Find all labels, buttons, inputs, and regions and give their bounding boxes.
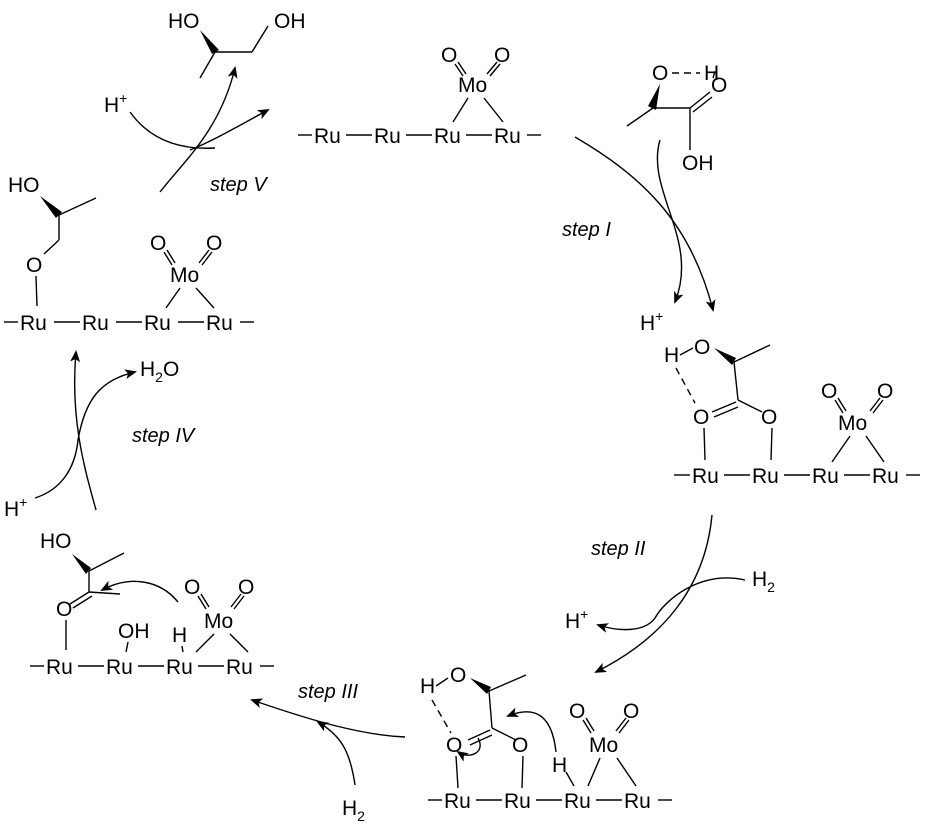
catalyst-resting-state: Ru Ru Ru Ru Mo O O bbox=[298, 44, 541, 148]
ru-atom: Ru bbox=[434, 125, 461, 148]
ru-atom: Ru bbox=[504, 790, 531, 813]
h-plus-species: H+ bbox=[640, 308, 663, 335]
oxo-o: O bbox=[441, 44, 457, 67]
ru-atom: Ru bbox=[314, 125, 341, 148]
ho-group: HO bbox=[168, 10, 200, 33]
oxo-o: O bbox=[877, 380, 893, 403]
ru-atom: Ru bbox=[106, 656, 133, 679]
aldehyde-intermediate: HO O Ru Ru Ru Ru OH H Mo O O bbox=[30, 530, 274, 679]
h2-species: H2 bbox=[752, 568, 775, 595]
step-i-proton-arrow bbox=[656, 139, 684, 304]
oxo-o: O bbox=[569, 700, 585, 723]
ru-atom: Ru bbox=[46, 656, 73, 679]
ru-atom: Ru bbox=[20, 312, 47, 335]
alkoxy-o: O bbox=[26, 254, 42, 277]
mo-atom: Mo bbox=[204, 610, 233, 633]
ru-atom: Ru bbox=[812, 465, 839, 488]
h-plus-species: H+ bbox=[104, 90, 127, 117]
propanediol-product: HO OH bbox=[168, 10, 306, 79]
hydride-h: H bbox=[552, 754, 567, 777]
ho-group: HO bbox=[8, 174, 40, 197]
oxo-o: O bbox=[238, 576, 254, 599]
water-species: H2O bbox=[140, 358, 179, 385]
oxo-o: O bbox=[184, 576, 200, 599]
hydride-curly-arrow bbox=[506, 707, 557, 753]
step-iii-main-arrow bbox=[250, 698, 406, 738]
ru-atom: Ru bbox=[144, 312, 171, 335]
carbonyl-curly-arrow bbox=[456, 737, 481, 762]
ru-atom: Ru bbox=[206, 312, 233, 335]
alkoxide-intermediate: HO O Ru Ru Ru Ru Mo O O bbox=[4, 174, 254, 335]
step-iv-water-arrow bbox=[34, 369, 137, 499]
step-label-i: step I bbox=[562, 219, 611, 241]
h-plus-species: H+ bbox=[565, 606, 588, 633]
carbonyl-o: O bbox=[711, 74, 727, 97]
oxo-o: O bbox=[150, 232, 166, 255]
mo-atom: Mo bbox=[838, 412, 867, 435]
step-ii-h2-arrow bbox=[596, 577, 746, 633]
hydride-h: H bbox=[172, 624, 187, 647]
step-iv-main-arrow bbox=[70, 350, 97, 511]
proton-transfer-arrow bbox=[189, 109, 270, 151]
ru-atom: Ru bbox=[872, 465, 899, 488]
h-atom: H bbox=[420, 675, 435, 698]
ru-atom: Ru bbox=[564, 790, 591, 813]
hydroxyl-o: O bbox=[694, 336, 710, 359]
ho-group: HO bbox=[40, 530, 72, 553]
ru-atom: Ru bbox=[226, 656, 253, 679]
acid-oh: OH bbox=[682, 152, 714, 175]
hydroxyl-o: O bbox=[450, 664, 466, 687]
ru-atom: Ru bbox=[494, 125, 521, 148]
oxo-o: O bbox=[494, 44, 510, 67]
oxo-o: O bbox=[623, 700, 639, 723]
oh-group: OH bbox=[274, 10, 306, 33]
carbonyl-o: O bbox=[56, 598, 72, 621]
step-label-v: step V bbox=[210, 174, 268, 196]
ru-atom: Ru bbox=[166, 656, 193, 679]
adsorbed-lactate-intermediate: H O O O Ru Ru Ru Ru Mo O O bbox=[664, 336, 920, 488]
h2-species: H2 bbox=[342, 797, 365, 824]
hydroxyl-o: O bbox=[652, 62, 668, 85]
hydride-to-carbonyl-arrow bbox=[100, 580, 179, 603]
ru-atom: Ru bbox=[624, 790, 651, 813]
step-v-arrow bbox=[159, 66, 238, 193]
step-iii-h2-arrow bbox=[316, 720, 356, 786]
hydroxyl-h: H bbox=[704, 62, 719, 85]
ru-atom: Ru bbox=[374, 125, 401, 148]
ru-oh-group: OH bbox=[118, 620, 150, 643]
step-i-main-arrow bbox=[574, 136, 716, 312]
alkoxy-o: O bbox=[761, 406, 777, 429]
step-label-iv: step IV bbox=[132, 425, 196, 447]
ru-atom: Ru bbox=[752, 465, 779, 488]
h-atom: H bbox=[664, 344, 679, 367]
alkoxy-o: O bbox=[512, 734, 528, 757]
carbonyl-o: O bbox=[693, 406, 709, 429]
proton-arrow bbox=[129, 111, 216, 149]
oxo-o: O bbox=[206, 232, 222, 255]
mo-atom: Mo bbox=[170, 264, 199, 287]
lactic-acid-substrate: O H O OH bbox=[626, 62, 727, 175]
ru-atom: Ru bbox=[82, 312, 109, 335]
hydride-intermediate: H O O O Ru Ru Ru Ru H Mo O O bbox=[420, 664, 672, 813]
oxo-o: O bbox=[821, 380, 837, 403]
step-label-ii: step II bbox=[591, 538, 646, 560]
h-plus-species: H+ bbox=[4, 494, 27, 521]
step-label-iii: step III bbox=[298, 681, 358, 703]
mo-atom: Mo bbox=[458, 74, 487, 97]
step-ii-main-arrow bbox=[594, 514, 713, 673]
ru-atom: Ru bbox=[444, 790, 471, 813]
mo-atom: Mo bbox=[589, 734, 618, 757]
ru-atom: Ru bbox=[692, 465, 719, 488]
